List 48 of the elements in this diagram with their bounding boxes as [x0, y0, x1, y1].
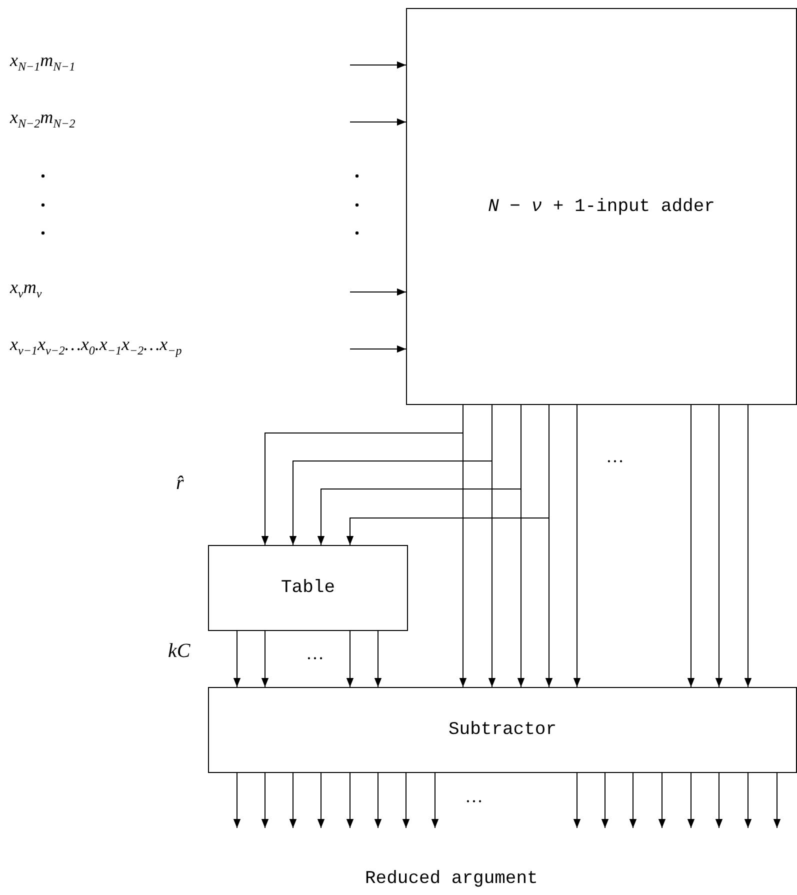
box-title: Table — [280, 578, 335, 598]
arrow — [545, 404, 553, 688]
arrow — [233, 630, 241, 688]
signal-label: kC — [168, 640, 190, 663]
process-box — [208, 687, 797, 773]
arrow — [350, 345, 406, 353]
arrow — [261, 772, 269, 828]
arrow — [715, 404, 723, 688]
arrow — [289, 772, 297, 828]
process-box — [406, 8, 797, 405]
box-title: N − ν + 1-input adder — [488, 196, 715, 216]
arrow — [744, 772, 752, 828]
process-box — [208, 545, 408, 631]
arrow — [374, 772, 382, 828]
arrow — [658, 772, 666, 828]
arrow — [261, 630, 269, 688]
arrow — [687, 404, 695, 688]
arrow — [744, 404, 752, 688]
ellipsis: … — [465, 786, 483, 807]
arrow — [233, 772, 241, 828]
arrow — [773, 772, 781, 828]
arrow — [350, 61, 406, 69]
arrow — [517, 404, 525, 688]
arrow — [317, 772, 325, 828]
output-label: Reduced argument — [365, 869, 538, 889]
math-expression: x$_{ν}$m$_{ν}$ — [10, 277, 42, 302]
arrow — [346, 630, 354, 688]
ellipsis: … — [306, 643, 324, 664]
arrow — [350, 288, 406, 296]
arrow — [346, 772, 354, 828]
arrow — [601, 772, 609, 828]
arrow — [687, 772, 695, 828]
arrow — [350, 118, 406, 126]
arrow — [431, 772, 439, 828]
ellipsis: … — [606, 446, 624, 467]
arrow — [715, 772, 723, 828]
arrow — [629, 772, 637, 828]
arrow — [374, 630, 382, 688]
box-title: Subtractor — [448, 720, 557, 740]
math-expression: x$_{N−2}$m$_{N−2}$ — [10, 107, 76, 132]
arrow — [573, 404, 581, 688]
arrow — [488, 404, 496, 688]
arrow — [573, 772, 581, 828]
arrow — [402, 772, 410, 828]
math-expression: x$_{N−1}$m$_{N−1}$ — [10, 50, 76, 75]
arrow — [459, 404, 467, 688]
signal-label: r̂ — [176, 472, 184, 495]
math-expression: x$_{ν−1}$x$_{ν−2}$…x$_{0}$.x$_{−1}$x$_{−2}$…x$_{−p}$ — [10, 334, 182, 359]
